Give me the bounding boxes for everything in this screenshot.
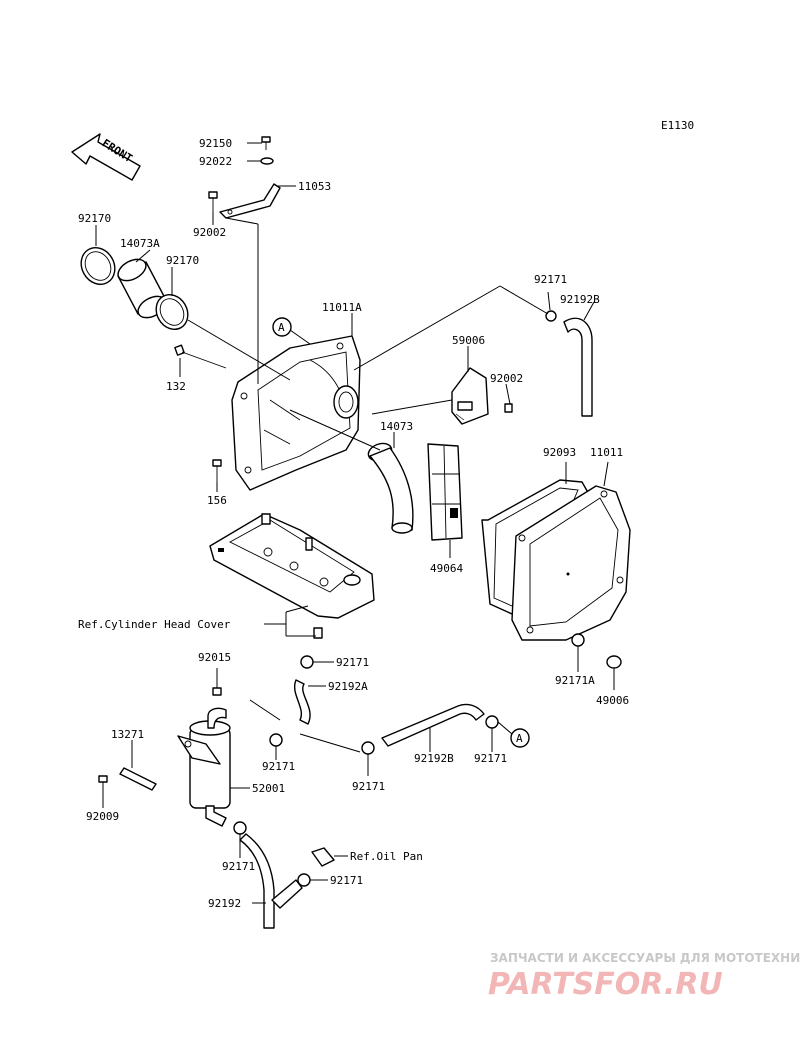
label-92150: 92150 (199, 137, 232, 150)
bolt-92015 (212, 687, 222, 696)
callout-A-lower: A (510, 728, 530, 748)
bolt-132 (174, 344, 227, 369)
clamp-92170-right (155, 294, 189, 330)
label-92171-mid: 92171 (352, 780, 385, 793)
separator-52001 (189, 707, 231, 827)
callout-A-upper: A (272, 317, 292, 337)
bolt-92009 (98, 775, 108, 783)
clamp-92171-bottom-right (297, 873, 311, 887)
clamp-92171-upper (300, 655, 314, 669)
diagram-code: E1130 (661, 119, 694, 132)
label-14073A: 14073A (120, 237, 160, 250)
label-92171A: 92171A (555, 674, 595, 687)
bolt-92002-right (504, 403, 513, 413)
clamp-92171-lower-left (269, 733, 283, 747)
clamp-92171A (571, 633, 585, 647)
label-92170-right: 92170 (166, 254, 199, 267)
label-92192A: 92192A (328, 680, 368, 693)
label-11011: 11011 (590, 446, 623, 459)
svg-text:A: A (516, 732, 523, 745)
label-92171-upper: 92171 (336, 656, 369, 669)
label-156: 156 (207, 494, 227, 507)
label-49006: 49006 (596, 694, 629, 707)
hose-92192A (293, 679, 311, 725)
clamp-92171-mid (361, 741, 375, 755)
label-92192B-mid: 92192B (414, 752, 454, 765)
label-92171-lower-left: 92171 (262, 760, 295, 773)
watermark: ЗАПЧАСТИ И АКСЕССУАРЫ ДЛЯ МОТОТЕХНИКИ PA… (488, 951, 800, 1002)
label-92002-upper: 92002 (193, 226, 226, 239)
cap-49006 (606, 655, 622, 669)
washer-92022 (260, 157, 274, 165)
label-92002-right: 92002 (490, 372, 523, 385)
plate-59006 (451, 367, 489, 425)
label-92015: 92015 (198, 651, 231, 664)
label-14073: 14073 (380, 420, 413, 433)
bracket-13271 (119, 735, 221, 791)
label-59006: 59006 (452, 334, 485, 347)
duct-14073 (367, 442, 414, 534)
oil-pan-fitting (311, 847, 335, 867)
label-92171-bottom-right: 92171 (330, 874, 363, 887)
clamp-92171-top (545, 310, 557, 322)
label-92093: 92093 (543, 446, 576, 459)
ref-oil-pan: Ref.Oil Pan (350, 850, 423, 863)
bolt-92002-upper (208, 191, 218, 212)
cover-11011 (511, 485, 631, 641)
hose-92192-bottom (239, 833, 303, 929)
label-92192: 92192 (208, 897, 241, 910)
hose-92192B-top (563, 317, 593, 417)
label-49064: 49064 (430, 562, 463, 575)
bracket-11053 (219, 183, 281, 219)
label-92192B-top: 92192B (560, 293, 600, 306)
label-92171-top: 92171 (534, 273, 567, 286)
hose-92192B-mid (381, 703, 485, 747)
svg-text:A: A (278, 321, 285, 334)
label-52001: 52001 (252, 782, 285, 795)
label-92171-right: 92171 (474, 752, 507, 765)
clamp-92171-bottom (233, 821, 247, 835)
label-92009: 92009 (86, 810, 119, 823)
label-132: 132 (166, 380, 186, 393)
leader-lines (95, 142, 615, 904)
clamp-92171-right (485, 715, 499, 729)
bolt-156 (212, 459, 222, 482)
cover-nipple (313, 627, 323, 639)
label-92171-bottom: 92171 (222, 860, 255, 873)
label-13271: 13271 (111, 728, 144, 741)
label-92022: 92022 (199, 155, 232, 168)
filter-element-49064 (427, 443, 463, 541)
label-11011A: 11011A (322, 301, 362, 314)
label-92170-left: 92170 (78, 212, 111, 225)
watermark-brand: PARTSFOR.RU (488, 967, 723, 1002)
ref-cylinder-head-cover: Ref.Cylinder Head Cover (78, 618, 231, 631)
part-labels: 92150 92022 11053 92002 92170 14073A 921… (78, 137, 629, 910)
watermark-tagline: ЗАПЧАСТИ И АКСЕССУАРЫ ДЛЯ МОТОТЕХНИКИ (490, 951, 800, 965)
front-arrow-icon: FRONT (71, 133, 141, 181)
bolt-92150 (261, 136, 271, 150)
cylinder-head-cover (209, 513, 375, 619)
label-11053: 11053 (298, 180, 331, 193)
clamp-92170-left (80, 247, 116, 285)
